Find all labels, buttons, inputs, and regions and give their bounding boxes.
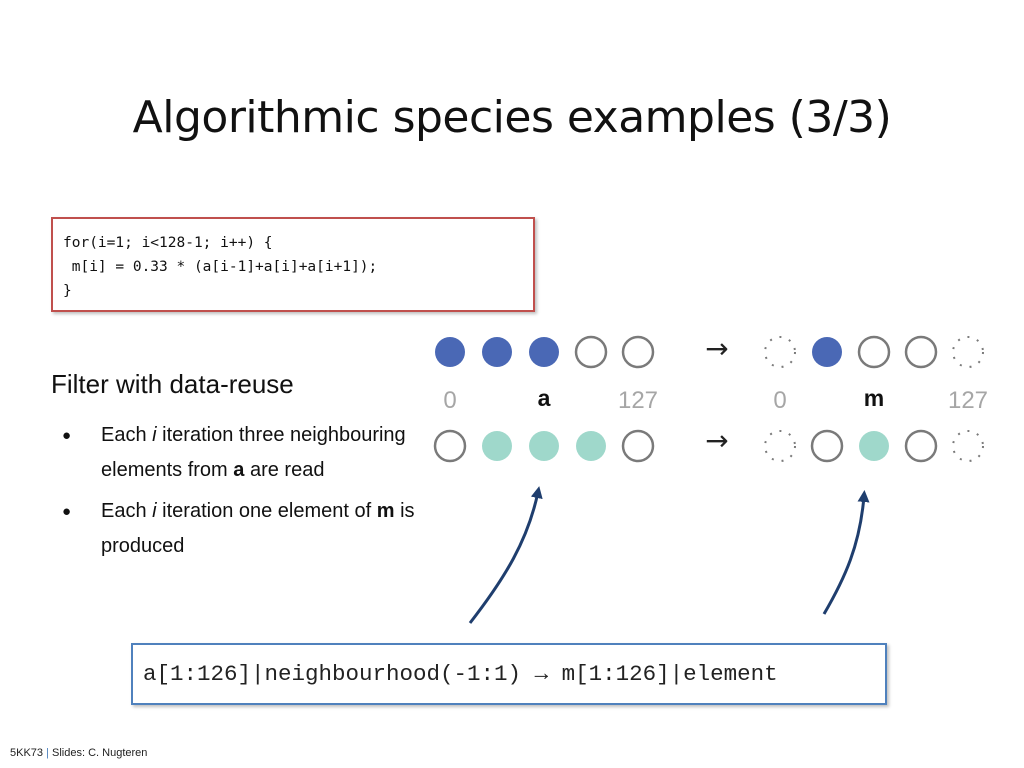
bullet-glyph: ● bbox=[62, 427, 72, 444]
bullet-item-produced: ● Each i iteration one element of m is p… bbox=[62, 494, 432, 564]
curved-arrow-to-a bbox=[468, 486, 543, 624]
element-right-row1-2-empty bbox=[857, 335, 891, 369]
bullet2-post: is produced bbox=[101, 500, 415, 557]
element-left-row2-2-reuse bbox=[529, 431, 559, 461]
bullet1-italic-i: i bbox=[152, 424, 157, 446]
species-notation: a[1:126]|neighbourhood(-1:1) → m[1:126]|… bbox=[131, 643, 887, 705]
array-m-label: m bbox=[864, 385, 884, 411]
element-left-row2-3-reuse bbox=[576, 431, 606, 461]
curved-arrow-to-m bbox=[822, 490, 870, 615]
m-start-index: 0 bbox=[773, 387, 786, 414]
bullet-list: ● Each i iteration three neighbouring el… bbox=[62, 418, 432, 570]
element-left-row2-0-empty bbox=[433, 429, 467, 463]
bullet2-mid: iteration one element of bbox=[156, 500, 377, 522]
a-end-index: 127 bbox=[618, 387, 658, 414]
element-left-row2-1-reuse bbox=[482, 431, 512, 461]
element-right-row2-1-empty bbox=[810, 429, 844, 463]
bullet2-pre: Each bbox=[101, 500, 153, 522]
element-right-row1-0-dotted bbox=[764, 336, 796, 368]
element-left-row1-0-read bbox=[435, 337, 465, 367]
code-line-2: m[i] = 0.33 * (a[i-1]+a[i]+a[i+1]); bbox=[63, 259, 378, 275]
element-right-row2-2-reuse bbox=[859, 431, 889, 461]
code-line-1: for(i=1; i<128-1; i++) { bbox=[63, 235, 273, 251]
bullet1-post: are read bbox=[244, 459, 325, 481]
footer-credit: Slides: C. Nugteren bbox=[52, 747, 148, 759]
element-left-row1-3-empty bbox=[574, 335, 608, 369]
bullet2-bold-m: m bbox=[376, 500, 395, 522]
arrow-row-1: → bbox=[705, 332, 728, 365]
bullet2-italic-i: i bbox=[152, 500, 157, 522]
bullet1-bold-a: a bbox=[233, 459, 245, 481]
section-heading: Filter with data-reuse bbox=[51, 369, 294, 399]
element-left-row1-2-read bbox=[529, 337, 559, 367]
array-a-label: a bbox=[538, 385, 551, 411]
element-right-row2-0-dotted bbox=[764, 430, 796, 462]
element-right-row1-1-read bbox=[812, 337, 842, 367]
code-line-3: } bbox=[63, 283, 72, 299]
footer-course: 5KK73 bbox=[10, 747, 44, 759]
bullet-glyph: ● bbox=[62, 503, 72, 520]
a-start-index: 0 bbox=[443, 387, 456, 414]
bullet1-pre: Each bbox=[101, 424, 153, 446]
element-right-row1-4-dotted bbox=[952, 336, 984, 368]
footer-separator: | bbox=[46, 747, 49, 759]
element-left-row1-1-read bbox=[482, 337, 512, 367]
bullet-item-reads: ● Each i iteration three neighbouring el… bbox=[62, 418, 432, 488]
circles-layer bbox=[433, 335, 984, 463]
code-snippet: for(i=1; i<128-1; i++) { m[i] = 0.33 * (… bbox=[51, 217, 535, 312]
m-end-index: 127 bbox=[948, 387, 988, 414]
footer: 5KK73 | Slides: C. Nugteren bbox=[10, 747, 147, 759]
arrow-row-2: → bbox=[705, 424, 728, 457]
bullet1-mid: iteration three neighbouring elements fr… bbox=[101, 424, 406, 481]
element-right-row1-3-empty bbox=[904, 335, 938, 369]
element-left-row1-4-empty bbox=[621, 335, 655, 369]
element-right-row2-3-empty bbox=[904, 429, 938, 463]
slide-title: Algorithmic species examples (3/3) bbox=[132, 92, 892, 143]
element-left-row2-4-empty bbox=[621, 429, 655, 463]
element-right-row2-4-dotted bbox=[952, 430, 984, 462]
